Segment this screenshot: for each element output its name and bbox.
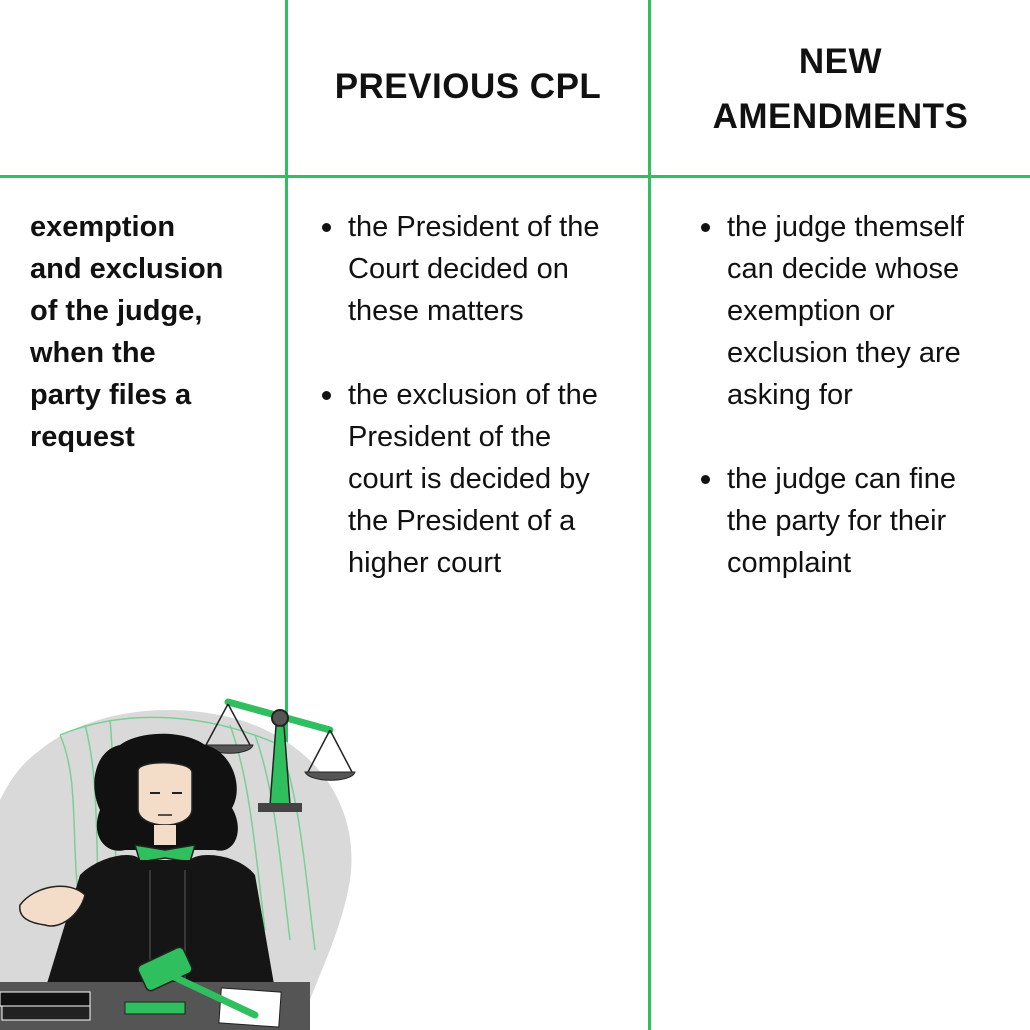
previous-item: the President of the Court decided on th… <box>320 206 640 332</box>
judge-illustration <box>0 698 356 1030</box>
hand <box>19 885 86 927</box>
amendment-item: the judge themself can decide whose exem… <box>699 206 1024 416</box>
previous-cpl-list: the President of the Court decided on th… <box>320 206 640 584</box>
header-empty <box>0 0 285 175</box>
scales-icon <box>202 698 356 812</box>
column-divider-2 <box>648 0 651 1030</box>
row-label: exemption and exclusion of the judge, wh… <box>30 211 224 453</box>
face <box>137 762 193 826</box>
header-previous-cpl: PREVIOUS CPL <box>334 67 602 107</box>
gavel-icon <box>124 946 259 1019</box>
robe <box>45 855 275 990</box>
column-divider-1 <box>285 0 288 1030</box>
header-divider <box>0 175 1030 178</box>
new-amendments-list: the judge themself can decide whose exem… <box>699 206 1024 584</box>
header-new-amendments: NEW AMENDMENTS <box>712 42 969 136</box>
books-icon <box>0 991 91 1021</box>
previous-item: the exclusion of the President of the co… <box>320 374 640 584</box>
amendment-item: the judge can fine the party for their c… <box>699 458 1024 584</box>
papers-icon <box>218 987 282 1028</box>
